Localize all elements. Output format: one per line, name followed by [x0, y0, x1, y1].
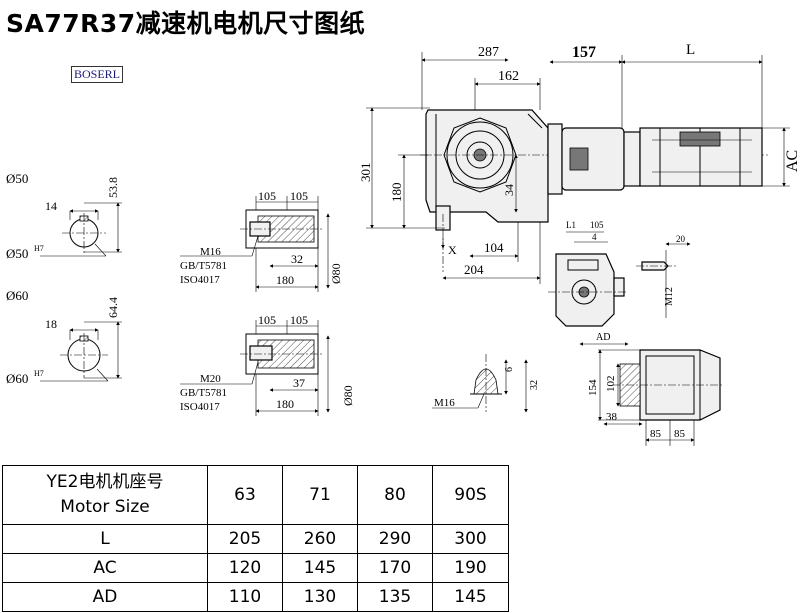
dim-total-lower: 180	[276, 397, 294, 411]
row-label: AC	[2, 553, 208, 583]
dim-section-b-upper: 105	[290, 189, 308, 203]
dim-162: 162	[498, 69, 519, 84]
dim-length-upper: 32	[291, 252, 303, 266]
dim-section-a-upper: 105	[258, 189, 276, 203]
table-cell: 300	[432, 524, 509, 554]
dim-length-lower: 37	[293, 376, 305, 390]
dim-diameter-upper: Ø80	[329, 263, 343, 284]
table-header-row: YE2电机机座号 Motor Size 63 71 80 90S	[2, 465, 509, 525]
standard-iso-lower: ISO4017	[180, 401, 220, 413]
dim-keyway-height-upper: 53.8	[106, 177, 120, 198]
dim-34: 34	[502, 184, 516, 196]
table-cell: 260	[282, 524, 358, 554]
standard-gb-lower: GB/T5781	[180, 387, 227, 399]
dim-l1: L1	[566, 220, 576, 230]
dim-bore-upper: Ø50	[6, 246, 28, 261]
dim-104: 104	[484, 240, 504, 255]
dim-85-right: 85	[674, 428, 686, 440]
thread-m12: M12	[664, 287, 675, 306]
dim-154: 154	[587, 379, 599, 396]
dim-4-detail: 4	[592, 232, 597, 242]
technical-drawing: Ø50 14 53.8 Ø50 H7 Ø60 18 64.4 Ø60	[6, 42, 800, 446]
row-label: L	[2, 524, 208, 554]
fit-tolerance-upper: H7	[34, 244, 44, 253]
table-cell: 130	[282, 582, 358, 612]
table-header-label: YE2电机机座号 Motor Size	[2, 465, 208, 525]
bolt-head-detail	[473, 368, 499, 395]
shaft-section-lower: 105 105 M20 GB/T5781 ISO4017 37 180 Ø80	[180, 313, 355, 416]
dim-section-a-lower: 105	[258, 313, 276, 327]
dim-keyway-height-lower: 64.4	[106, 297, 120, 318]
shaft-section-upper: 105 105 M16 GB/T5781 ISO4017 32 180 Ø80	[180, 189, 343, 292]
header-en: Motor Size	[60, 497, 150, 517]
dim-287: 287	[478, 45, 499, 60]
size-80: 80	[357, 465, 433, 525]
table-cell: 290	[357, 524, 433, 554]
page-title: SA77R37减速机电机尺寸图纸	[6, 9, 366, 38]
table-cell: 170	[357, 553, 433, 583]
motor-size-table: YE2电机机座号 Motor Size 63 71 80 90S L 205 2…	[2, 465, 509, 612]
dim-upper-diameter: Ø50	[6, 171, 28, 186]
table-cell: 120	[207, 553, 283, 583]
thread-lower: M20	[200, 373, 221, 385]
dim-keyway-width-upper: 14	[45, 199, 57, 213]
dim-85-left: 85	[650, 428, 662, 440]
dim-20-detail: 20	[676, 234, 686, 244]
table-cell: 145	[432, 582, 509, 612]
shaft-end-view-upper: Ø50 14 53.8 Ø50 H7	[6, 171, 122, 261]
dim-102: 102	[605, 376, 617, 393]
dim-105-detail: 105	[590, 220, 604, 230]
table-row: AC 120 145 170 190	[2, 553, 509, 583]
table-cell: 145	[282, 553, 358, 583]
brand-logo: BOSERL	[71, 66, 124, 83]
table-row: L 205 260 290 300	[2, 524, 509, 554]
shaft-end-view-lower: Ø60 18 64.4 Ø60 H7	[6, 288, 122, 386]
dim-keyway-width-lower: 18	[45, 317, 57, 331]
table-cell: 110	[207, 582, 283, 612]
table-cell: 135	[357, 582, 433, 612]
main-assembly-view: 287 162 157 L	[358, 42, 800, 284]
table-row: AD 110 130 135 145	[2, 582, 509, 612]
dim-ad-label: AD	[596, 332, 610, 343]
dim-bore-lower: Ø60	[6, 371, 28, 386]
axis-x-label: X	[448, 243, 457, 257]
dim-diameter-lower: Ø80	[341, 385, 355, 406]
standard-iso-upper: ISO4017	[180, 274, 220, 286]
dim-total-upper: 180	[276, 273, 294, 287]
dim-6-detail: 6	[504, 367, 515, 372]
dim-301: 301	[358, 163, 373, 183]
standard-gb-upper: GB/T5781	[180, 260, 227, 272]
dim-38: 38	[606, 411, 618, 423]
table-cell: 205	[207, 524, 283, 554]
dim-motor-length: L	[686, 42, 695, 58]
terminal-box	[679, 131, 721, 147]
size-90s: 90S	[432, 465, 509, 525]
dim-157: 157	[572, 44, 596, 61]
flange-detail-view: L1 105 4 20 M12 AD 154 102 38	[432, 220, 724, 446]
thread-m16-detail: M16	[434, 397, 455, 409]
table-cell: 190	[432, 553, 509, 583]
fit-tolerance-lower: H7	[34, 369, 44, 378]
header-cn: YE2电机机座号	[46, 472, 164, 492]
row-label: AD	[2, 582, 208, 612]
dim-motor-ac: AC	[784, 150, 800, 172]
dim-lower-diameter: Ø60	[6, 288, 28, 303]
dim-180: 180	[389, 183, 404, 203]
thread-upper: M16	[200, 246, 221, 258]
size-71: 71	[282, 465, 358, 525]
size-63: 63	[207, 465, 283, 525]
dim-204: 204	[464, 262, 484, 277]
dim-32-detail: 32	[529, 380, 540, 390]
dim-section-b-lower: 105	[290, 313, 308, 327]
